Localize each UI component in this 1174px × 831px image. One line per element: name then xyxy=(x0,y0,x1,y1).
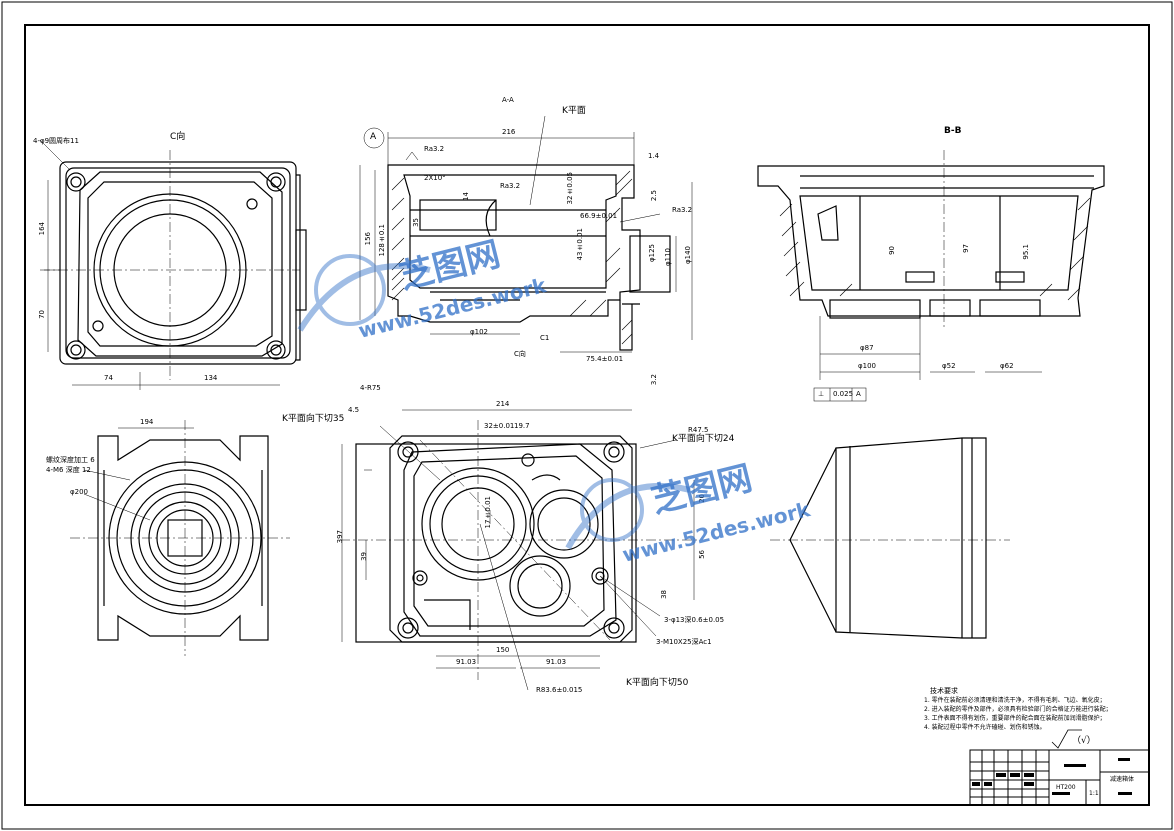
tv-dim-214: 214 xyxy=(496,400,510,408)
a-dim-c1: C1 xyxy=(540,334,550,342)
tv-dim-39: 39 xyxy=(360,552,368,561)
c-view-dim-134: 134 xyxy=(204,374,218,382)
tv-dim-150: 150 xyxy=(496,646,510,654)
watermark-globe-icon xyxy=(297,254,691,550)
b-dim-95-1: 95.1 xyxy=(1022,244,1030,260)
tv-dim-397: 397 xyxy=(336,530,344,544)
b-dim-97: 97 xyxy=(962,244,970,253)
title-block-material: HT200 xyxy=(1056,784,1076,791)
tech-req-item-3: 3. 工件表面不得有划伤，重要部件的配合面在装配前加润滑脂保护； xyxy=(924,715,1106,722)
a-dim-14: 14 xyxy=(462,192,470,201)
tv-k-note-35: K平面向下切35 xyxy=(282,414,345,424)
a-dim-66-9: 66.9±0.01 xyxy=(580,212,618,220)
left-bottom-dims xyxy=(83,427,194,521)
b-section-hatch xyxy=(779,197,1091,301)
tv-k-note-24: K平面向下切24 xyxy=(672,434,735,444)
tech-req-item-1: 1. 零件在装配前必须清理和清洗干净，不得有毛刺、飞边、氧化皮； xyxy=(924,697,1106,704)
c-view-dim-74: 74 xyxy=(104,374,113,382)
tv-dim-91-a: 91.03 xyxy=(456,658,477,666)
a-dim-angle: 2X10° xyxy=(424,174,446,182)
a-section-datum: A xyxy=(370,132,377,142)
b-dim-phi62: φ62 xyxy=(1000,362,1014,370)
a-dim-phi140: φ140 xyxy=(684,246,692,264)
c-view-dim-164: 164 xyxy=(38,222,46,236)
top-view-centerlines xyxy=(340,420,700,680)
b-dim-phi52: φ52 xyxy=(942,362,956,370)
title-block-scale: 1:1 xyxy=(1089,790,1099,797)
a-dim-216: 216 xyxy=(502,128,516,136)
tech-req-item-4: 4. 装配过程中零件不允许磕碰、划伤和锈蚀。 xyxy=(924,724,1046,731)
tv-dim-32: 32±0.01 xyxy=(484,422,515,430)
a-dim-75-4: 75.4±0.01 xyxy=(586,355,624,363)
tv-dim-r47-5: R47.5 xyxy=(688,426,709,434)
tv-dim-4r75: 4-R75 xyxy=(360,384,381,392)
a-dim-ra-1: Ra3.2 xyxy=(424,145,445,153)
tech-req-item-2: 2. 进入装配的零件及部件，必须具有检验部门的合格证方能进行装配； xyxy=(924,706,1112,713)
a-dim-2-5: 2.5 xyxy=(650,190,658,202)
a-dim-1-4: 1.4 xyxy=(648,152,660,160)
b-section-drawing xyxy=(757,165,1105,319)
tv-dim-56: 56 xyxy=(698,550,706,559)
a-dim-43: 43±0.01 xyxy=(576,228,584,261)
tv-dim-4-5: 4.5 xyxy=(348,406,360,414)
b-tol-datum: A xyxy=(856,390,861,398)
a-section-k-plane: K平面 xyxy=(562,106,586,116)
a-dim-35: 35 xyxy=(412,218,420,227)
inner-frame xyxy=(24,24,1150,806)
c-view-title: C向 xyxy=(170,132,186,142)
c-view-hole-note: 4-φ9圆周布11 xyxy=(33,137,79,145)
a-dim-32: 32±0.05 xyxy=(566,172,574,205)
tech-req-title: 技术要求 xyxy=(930,687,958,695)
a-dim-ra-2: Ra3.2 xyxy=(500,182,521,190)
b-dim-90: 90 xyxy=(888,246,896,255)
b-dim-phi87: φ87 xyxy=(860,344,874,352)
title-block-part-name: 减速箱体 xyxy=(1110,776,1135,783)
roughness-note: （√） xyxy=(1072,736,1096,746)
a-dim-156: 156 xyxy=(364,232,372,246)
a-dim-ra-3: Ra3.2 xyxy=(672,206,693,214)
b-dim-phi100: φ100 xyxy=(858,362,876,370)
c-view-dims xyxy=(39,139,280,390)
left-bottom-centerlines xyxy=(70,420,290,656)
tv-dim-38: 38 xyxy=(660,590,668,599)
tv-dim-3m10: 3-M10X25深Ac1 xyxy=(656,638,712,646)
c-view-centerlines xyxy=(40,150,300,380)
b-section-title: B-B xyxy=(944,126,962,136)
b-tol-symbol: ⊥ xyxy=(818,390,825,398)
tv-dim-r83: R83.6±0.015 xyxy=(536,686,583,694)
tv-dim-17: 17±0.01 xyxy=(484,496,492,529)
c-view-drawing xyxy=(59,161,307,365)
b-tol-value: 0.025 xyxy=(833,390,854,398)
a-dim-phi102: φ102 xyxy=(470,328,488,336)
a-section-hatch xyxy=(391,170,633,345)
lb-dim-194: 194 xyxy=(140,418,154,426)
a-section-drawing xyxy=(387,164,671,351)
c-view-dim-70: 70 xyxy=(38,310,46,319)
a-section-title: A-A xyxy=(502,96,514,104)
a-section-dims xyxy=(359,115,693,353)
lb-dim-phi200: φ200 xyxy=(70,488,88,496)
tv-dim-3phi13: 3-φ13深0.6±0.05 xyxy=(664,616,725,624)
tv-dim-19-7: 19.7 xyxy=(514,422,530,430)
a-dim-phi125: φ125 xyxy=(648,244,656,262)
tv-k-note-50: K平面向下切50 xyxy=(626,678,689,688)
a-section-c-direction: C向 xyxy=(514,350,526,358)
lb-note-1: 螺纹深度加工 6 xyxy=(46,456,95,464)
top-view-dims xyxy=(341,409,695,691)
right-view-drawing xyxy=(789,437,987,639)
roughness-symbol xyxy=(1051,729,1082,749)
title-block xyxy=(969,749,1150,806)
b-section-dims xyxy=(813,150,1042,402)
lb-note-2: 4-M6 深度 12 xyxy=(46,466,91,474)
title-block-fills xyxy=(972,758,1132,795)
a-dim-phi110: φ110 xyxy=(664,248,672,266)
a-dim-128: 128±0.1 xyxy=(378,224,386,257)
top-view-drawing xyxy=(355,435,637,643)
tv-dim-91-b: 91.03 xyxy=(546,658,567,666)
a-dim-3-2: 3.2 xyxy=(650,374,658,386)
